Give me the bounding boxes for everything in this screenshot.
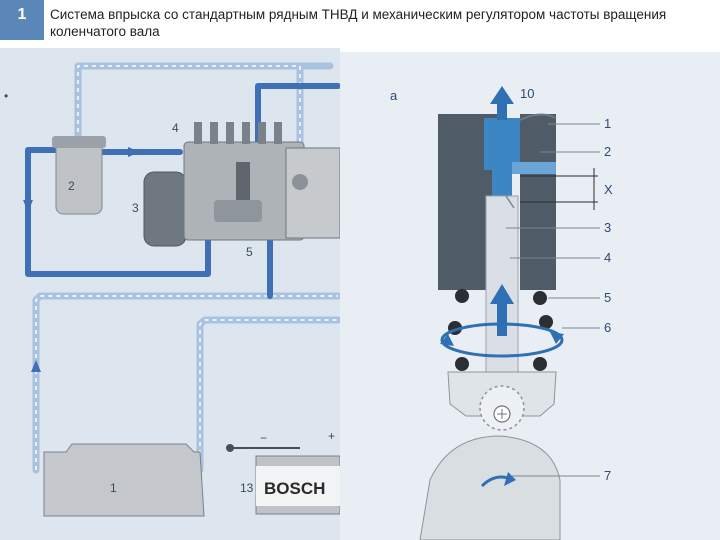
- battery: BOSCH 13 − +: [226, 429, 340, 515]
- label-tank: 1: [110, 481, 117, 495]
- injection-pump: 4 5: [172, 121, 340, 259]
- battery-minus: −: [260, 431, 267, 445]
- label-pump: 4: [172, 121, 179, 135]
- figure-title: Система впрыска со стандартным рядным ТН…: [50, 7, 667, 39]
- label-coupling: 3: [132, 201, 139, 215]
- bullet-dot: •: [4, 89, 8, 103]
- return-lines: [32, 62, 340, 474]
- label-filter: 2: [68, 179, 75, 193]
- battery-brand: BOSCH: [264, 479, 325, 498]
- fuel-filter: 2: [52, 136, 106, 215]
- header: 1 Система впрыска со стандартным рядным …: [0, 0, 720, 48]
- label-battery: 13: [240, 481, 254, 495]
- figure-number-badge: 1: [0, 0, 44, 40]
- fuel-tank: 1: [43, 443, 205, 517]
- plunger-detail-panel: [340, 52, 720, 540]
- fuel-system-diagram: 2 3 4 5 1 BOSCH: [4, 62, 340, 517]
- drive-coupling: 3: [132, 171, 187, 247]
- battery-plus: +: [328, 429, 335, 443]
- label-valve: 5: [246, 245, 253, 259]
- flow-arrows: [23, 147, 140, 372]
